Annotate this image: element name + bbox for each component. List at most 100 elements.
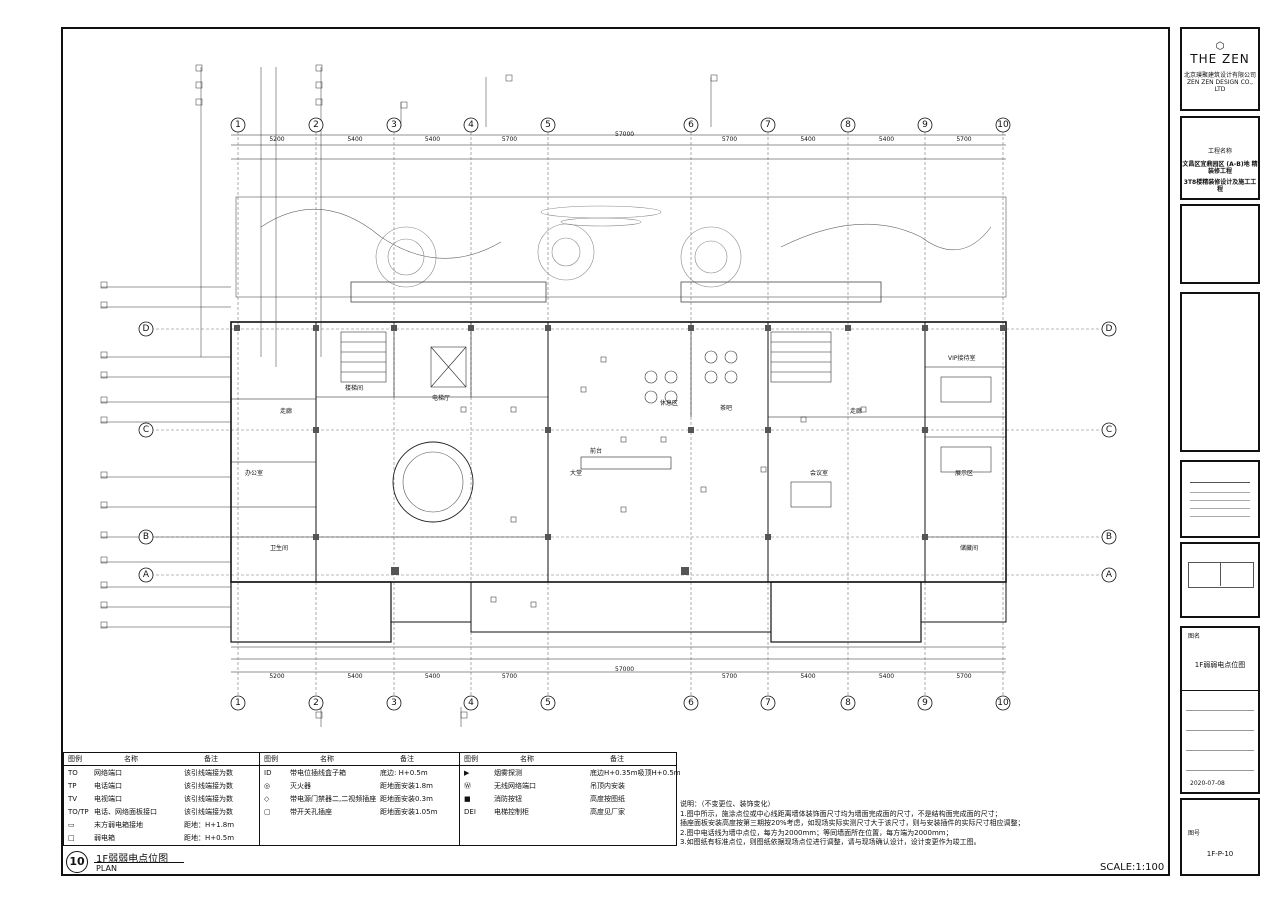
notes-item: 1.图中所示，施涂点位或中心线距离墙体装饰面尺寸均为墙面完成面的尺寸，不是结构面…	[680, 809, 1002, 818]
legend-symbol-icon: TO	[68, 769, 78, 777]
legend-row: TO 网络端口 该引线端接为数	[64, 767, 259, 779]
grid-label-left: A	[142, 570, 150, 580]
legend-item-name: 灭火器	[290, 782, 311, 790]
grid-label-bottom: 8	[845, 698, 851, 708]
legend-item-name: 带电源门禁器二,二视频插座	[290, 795, 377, 803]
grid-label-top: 4	[468, 120, 474, 130]
legend-symbol-icon: DEI	[464, 808, 476, 816]
dimension-bottom: 5400	[878, 673, 895, 680]
project-label: 工程名称	[1207, 148, 1232, 155]
grid-label-right: C	[1105, 425, 1113, 435]
brand-name: THE ZEN	[1190, 52, 1250, 66]
legend-row: ▭末方弱电箱接地距地：H+1.8m	[64, 819, 259, 831]
dimension-bottom: 5700	[721, 673, 738, 680]
titleblock-logo: ⬡ THE ZEN 北京璞聚建筑设计有限公司 ZEN ZEN DESIGN CO…	[1180, 27, 1260, 111]
dimension-top: 5400	[347, 136, 363, 143]
room-label: VIP接待室	[948, 355, 976, 362]
brand-sub: 北京璞聚建筑设计有限公司	[1183, 72, 1256, 79]
dimension-top: 5700	[501, 136, 518, 143]
legend-item-note: 距地：H+0.5m	[184, 834, 235, 842]
room-label: 电梯厅	[432, 395, 451, 402]
legend-item-note: 高度见厂家	[590, 808, 625, 816]
titleblock-blank	[1180, 292, 1260, 452]
grid-label-left: D	[142, 324, 150, 334]
legend-symbol-icon: ■	[464, 795, 471, 803]
dimension-bottom: 5400	[800, 673, 816, 680]
legend-header-symbol: 图例	[68, 755, 82, 763]
legend-item-name: 消防按钮	[494, 795, 522, 803]
total-dimension-top: 57000	[615, 131, 635, 138]
drawing-title-underline	[94, 862, 184, 863]
legend-symbol-icon: ▶	[464, 769, 470, 777]
drawing-frame	[61, 27, 1170, 876]
grid-label-bottom: 10	[997, 698, 1009, 708]
legend-item-note: 底边: H+0.5m	[380, 769, 428, 777]
legend-symbol-icon: ▭	[68, 821, 75, 829]
grid-label-top: 5	[545, 120, 551, 130]
legend-item-name: 带开关孔插座	[290, 808, 332, 816]
grid-label-bottom: 5	[545, 698, 551, 708]
notes-item: 2.图中电话线为墙中点位，每方为2000mm；等同墙面所在位置，每方端为2000…	[680, 828, 953, 837]
legend-symbol-icon: ID	[264, 769, 272, 777]
room-label: 储藏间	[960, 545, 979, 552]
project-name-line2: 3T8楼精装修设计及施工工程	[1183, 179, 1257, 193]
legend-header-name: 名称	[124, 755, 138, 763]
drawing-notes: 说明：（不变更位、装饰变化） 1.图中所示，施涂点位或中心线距离墙体装饰面尺寸均…	[680, 800, 1166, 848]
room-label: 茶吧	[720, 405, 733, 412]
grid-label-bottom: 9	[922, 698, 928, 708]
titleblock-revisions	[1180, 460, 1260, 538]
grid-bubbles-top	[138, 117, 1117, 711]
legend-symbol-icon: ◇	[264, 795, 270, 803]
project-name: 文昌区宜鼎园区 (A-B)地 精装修工程	[1182, 161, 1258, 175]
legend-item-note: 该引线端接为数	[184, 769, 233, 777]
grid-label-left: C	[142, 425, 150, 435]
legend-item-name: 网络端口	[94, 769, 122, 777]
legend-row: ◇ 带电源门禁器二,二视频插座距地面安装0.3m	[260, 793, 459, 805]
legend-item-note: 距地面安装1.05m	[380, 808, 438, 816]
grid-label-bottom: 1	[235, 698, 241, 708]
room-label: 会议室	[810, 470, 829, 477]
room-label: 展示区	[955, 470, 974, 477]
titleblock-keyplan	[1180, 542, 1260, 618]
legend-item-name: 末方弱电箱接地	[94, 821, 143, 829]
legend-item-note: 距地面安装0.3m	[380, 795, 433, 803]
room-label: 楼梯间	[345, 385, 364, 392]
grid-label-top: 7	[765, 120, 771, 130]
drawing-scale: SCALE:1:100	[1100, 862, 1165, 873]
legend-item-note: 底边H+0.35m吸顶H+0.5m	[590, 769, 681, 777]
legend-item-name: 弱电箱	[94, 834, 115, 842]
legend-item-name: 电梯控制柜	[494, 808, 529, 816]
dimension-bottom: 5700	[501, 673, 518, 680]
drawing-number-circle: 10	[66, 851, 88, 873]
grid-label-top: 2	[313, 120, 319, 130]
titleblock-sheet: 图号 1F-P-10	[1180, 798, 1260, 876]
dimension-top: 5700	[956, 136, 972, 143]
legend-item-note: 高度按图纸	[590, 795, 625, 803]
legend-symbol-icon: ▢	[264, 808, 271, 816]
dimension-bottom: 5400	[347, 673, 363, 680]
dimension-top: 5200	[269, 136, 285, 143]
legend-row: DEI 电梯控制柜 高度见厂家	[460, 806, 676, 818]
grid-label-bottom: 7	[765, 698, 771, 708]
legend-row: ◎灭火器距地面安装1.8m	[260, 780, 459, 792]
legend-symbol-icon: TP	[68, 782, 77, 790]
legend-item-name: 烟雾探测	[494, 769, 522, 777]
grid-label-top: 9	[922, 120, 928, 130]
grid-label-bottom: 2	[313, 698, 319, 708]
grid-label-top: 1	[235, 120, 241, 130]
room-label: 办公室	[245, 470, 264, 477]
room-label: 走廊	[280, 408, 293, 415]
legend-item-note: 该引线端接为数	[184, 808, 233, 816]
logo-icon: ⬡	[1215, 41, 1225, 52]
legend-item-note: 距地面安装1.8m	[380, 782, 433, 790]
room-label: 前台	[590, 448, 603, 455]
total-dimension-bottom: 57000	[615, 666, 635, 673]
date-value: 2020-07-08	[1190, 780, 1225, 787]
legend-item-note: 该引线端接为数	[184, 782, 233, 790]
